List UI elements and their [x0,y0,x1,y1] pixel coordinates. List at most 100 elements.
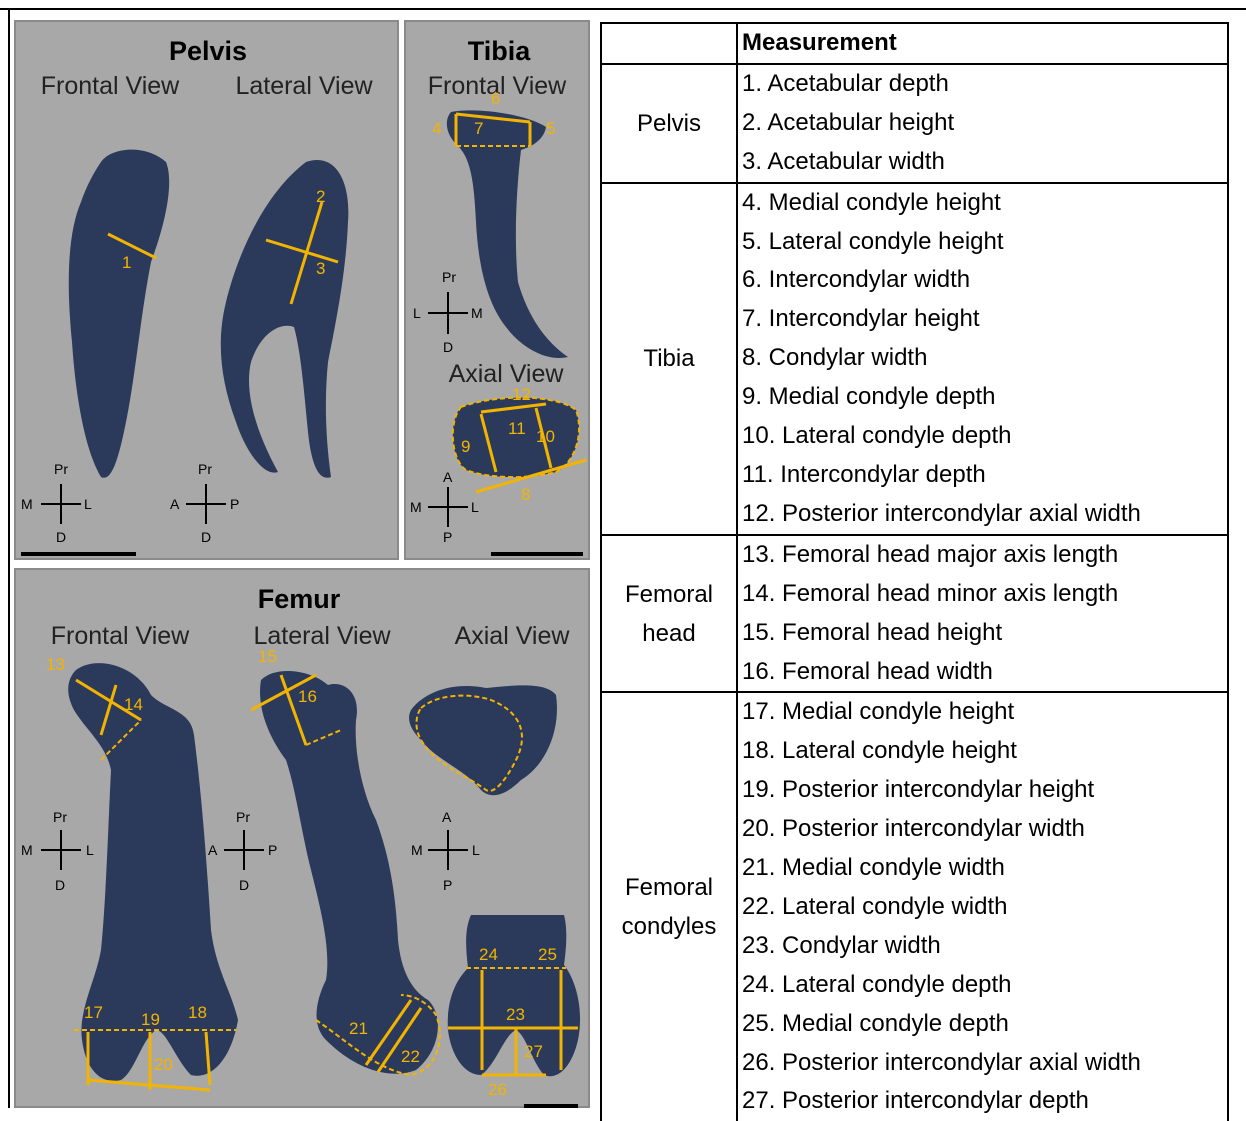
label-9: 9 [461,437,470,456]
table-row: 21. Medial condyle width [737,849,1228,888]
svg-text:D: D [201,529,211,545]
table-row: 4. Medial condyle height [737,183,1228,223]
tibia-axial-view-label: Axial View [449,360,565,388]
pelvis-frontal-view-label: Frontal View [41,72,180,100]
table-row: 1. Acetabular depth [737,64,1228,104]
femur-scale-bar [524,1104,578,1108]
svg-text:D: D [55,877,65,893]
label-23: 23 [506,1005,525,1024]
pelvis-title: Pelvis [169,36,247,66]
svg-text:P: P [443,877,452,893]
svg-text:Pr: Pr [198,461,212,477]
pelvis-figure: Pelvis Frontal View Lateral View 1 2 3 P… [16,22,397,558]
label-4: 4 [432,119,441,138]
femur-frontal-orientation: Pr M L D [21,809,94,893]
label-12: 12 [512,385,531,404]
label-14: 14 [124,695,143,714]
table-row: 27. Posterior intercondylar depth [737,1082,1228,1121]
figure-top-border [0,8,1246,10]
label-5: 5 [546,119,555,138]
label-1: 1 [122,253,131,272]
label-20: 20 [154,1055,173,1074]
label-8: 8 [521,485,530,504]
label-22: 22 [401,1047,420,1066]
tibia-figure: Tibia Frontal View 6 4 7 5 Pr L M D Axia… [406,22,588,558]
svg-text:M: M [471,305,483,321]
svg-text:P: P [268,842,277,858]
tibia-frontal-shape [447,110,568,358]
table-row: 26. Posterior intercondylar axial width [737,1044,1228,1083]
femur-axial-orientation: A M L P [411,809,480,893]
svg-text:P: P [230,496,239,512]
group-femoral-condyles: Femoral condyles [601,692,737,1121]
svg-text:D: D [56,529,66,545]
label-10: 10 [536,427,555,446]
svg-text:M: M [410,499,422,515]
label-19: 19 [141,1010,160,1029]
svg-text:A: A [443,469,453,485]
label-16: 16 [298,687,317,706]
femur-lateral-orientation: Pr A P D [208,809,277,893]
femur-figure: Femur Frontal View Lateral View Axial Vi… [16,570,588,1110]
table-corner-cell [601,23,737,64]
table-row: 22. Lateral condyle width [737,888,1228,927]
svg-text:M: M [21,842,33,858]
svg-text:L: L [472,842,480,858]
svg-text:Pr: Pr [54,461,68,477]
pelvis-scale-bar [21,552,136,556]
tibia-axial-orientation: A M L P [410,469,479,545]
group-femoral-condyles-line2: condyles [622,913,717,940]
table-row: 5. Lateral condyle height [737,223,1228,262]
svg-text:A: A [442,809,452,825]
pelvis-lateral-orientation: Pr A P D [170,461,239,545]
tibia-frontal-orientation: Pr L M D [413,269,483,355]
label-15: 15 [258,647,277,666]
table-row: 12. Posterior intercondylar axial width [737,495,1228,535]
group-femoral-head-line2: head [642,620,695,647]
pelvis-panel: Pelvis Frontal View Lateral View 1 2 3 P… [14,20,399,560]
femur-lateral-shape [260,671,438,1074]
table-row: 15. Femoral head height [737,614,1228,653]
table-row: 9. Medial condyle depth [737,378,1228,417]
group-femoral-head: Femoral head [601,535,737,693]
label-27: 27 [524,1042,543,1061]
label-18: 18 [188,1003,207,1022]
femur-frontal-view-label: Frontal View [51,622,190,650]
label-25: 25 [538,945,557,964]
table-row: 8. Condylar width [737,339,1228,378]
label-6: 6 [491,89,500,108]
svg-text:P: P [443,529,452,545]
svg-text:M: M [21,496,33,512]
group-femoral-head-line1: Femoral [625,581,713,608]
table-row: 20. Posterior intercondylar width [737,810,1228,849]
pelvis-frontal-shape [69,150,169,478]
table-row: 23. Condylar width [737,927,1228,966]
svg-text:Pr: Pr [236,809,250,825]
femur-panel: Femur Frontal View Lateral View Axial Vi… [14,568,590,1108]
table-row: 2. Acetabular height [737,104,1228,143]
label-2: 2 [316,187,325,206]
pelvis-frontal-orientation: Pr M L D [21,461,92,545]
svg-text:A: A [170,496,180,512]
svg-text:Pr: Pr [442,269,456,285]
table-row: 11. Intercondylar depth [737,456,1228,495]
femur-axial-view-label: Axial View [455,622,571,650]
group-tibia: Tibia [601,183,737,535]
table-row: 14. Femoral head minor axis length [737,575,1228,614]
tibia-scale-bar [491,552,583,556]
svg-text:A: A [208,842,218,858]
femur-lateral-view-label: Lateral View [253,622,391,650]
group-pelvis: Pelvis [601,64,737,183]
label-26: 26 [488,1080,507,1099]
table-row: 6. Intercondylar width [737,261,1228,300]
femur-title: Femur [258,584,341,614]
figure-left-border [8,8,10,1108]
table-row: 18. Lateral condyle height [737,732,1228,771]
svg-text:D: D [239,877,249,893]
tibia-title: Tibia [468,36,532,66]
svg-text:L: L [413,305,421,321]
table-row: 17. Medial condyle height [737,692,1228,732]
table-row: 16. Femoral head width [737,653,1228,693]
label-11: 11 [508,419,526,438]
svg-text:L: L [86,842,94,858]
